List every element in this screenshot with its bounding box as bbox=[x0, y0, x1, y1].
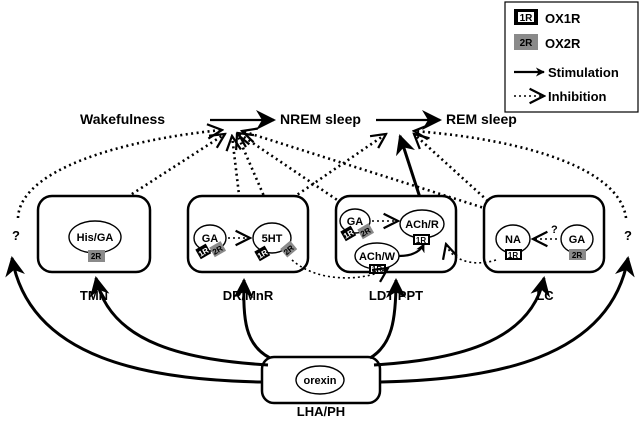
state-rem: REM sleep bbox=[446, 111, 517, 127]
svg-text:2R: 2R bbox=[91, 252, 101, 261]
svg-text:5HT: 5HT bbox=[262, 233, 283, 245]
svg-text:ACh/R: ACh/R bbox=[405, 219, 439, 231]
svg-text:ACh/W: ACh/W bbox=[359, 251, 396, 263]
svg-text:GA: GA bbox=[202, 233, 219, 245]
legend-ox1r-badge: 1R bbox=[514, 9, 538, 25]
nucleus-dr-mnr: GA 1R 2R 5HT 1R 2R bbox=[186, 194, 310, 274]
orexin-projections bbox=[5, 256, 635, 384]
label-lha-ph: LHA/PH bbox=[297, 404, 345, 419]
svg-text:His/GA: His/GA bbox=[77, 232, 114, 244]
legend-ox2r-badge: 2R bbox=[514, 34, 538, 50]
nucleus-ldt-ppt: GA 1R 2R ACh/R 1R ACh/W 1R bbox=[334, 194, 458, 274]
nucleus-lc: NA 1R ? GA 2R bbox=[482, 194, 606, 274]
ox2r-receptor bbox=[569, 249, 586, 260]
legend-stimulation-label: Stimulation bbox=[548, 65, 619, 80]
unknown-right: ? bbox=[624, 228, 632, 243]
unknown-left: ? bbox=[12, 228, 20, 243]
svg-text:1R: 1R bbox=[520, 13, 534, 24]
legend-ox1r-label: OX1R bbox=[545, 11, 581, 26]
dr-to-ldt-projection bbox=[291, 259, 388, 278]
svg-text:NA: NA bbox=[505, 234, 521, 246]
svg-text:2R: 2R bbox=[520, 38, 534, 49]
nucleus-tmn: His/GA 2R bbox=[36, 194, 152, 274]
legend: 1R OX1R 2R OX2R Stimulation Inhibition bbox=[504, 1, 639, 113]
source-lha-ph: orexin bbox=[260, 355, 382, 405]
svg-text:1R: 1R bbox=[372, 265, 382, 274]
ox2r-receptor bbox=[209, 241, 227, 258]
svg-text:orexin: orexin bbox=[303, 375, 336, 387]
orexin-cell bbox=[295, 365, 345, 395]
legend-ox2r-label: OX2R bbox=[545, 36, 581, 51]
ox2r-receptor bbox=[357, 223, 375, 240]
lc-question: ? bbox=[551, 224, 558, 236]
ox1r-receptor bbox=[254, 245, 271, 262]
svg-text:1R: 1R bbox=[416, 236, 426, 245]
ox2r-receptor bbox=[280, 240, 298, 258]
label-dr-mnr: DR/MnR bbox=[223, 288, 274, 303]
state-wakefulness: Wakefulness bbox=[80, 111, 165, 127]
svg-text:GA: GA bbox=[347, 216, 364, 228]
ox2r-receptor bbox=[88, 250, 105, 262]
state-nrem: NREM sleep bbox=[280, 111, 361, 127]
svg-text:GA: GA bbox=[569, 234, 586, 246]
svg-text:1R: 1R bbox=[508, 251, 518, 260]
ox1r-receptor bbox=[195, 243, 212, 260]
legend-inhibition-label: Inhibition bbox=[548, 89, 607, 104]
ox1r-receptor bbox=[340, 225, 357, 242]
svg-text:2R: 2R bbox=[572, 251, 582, 260]
5ht-cell bbox=[252, 222, 292, 254]
